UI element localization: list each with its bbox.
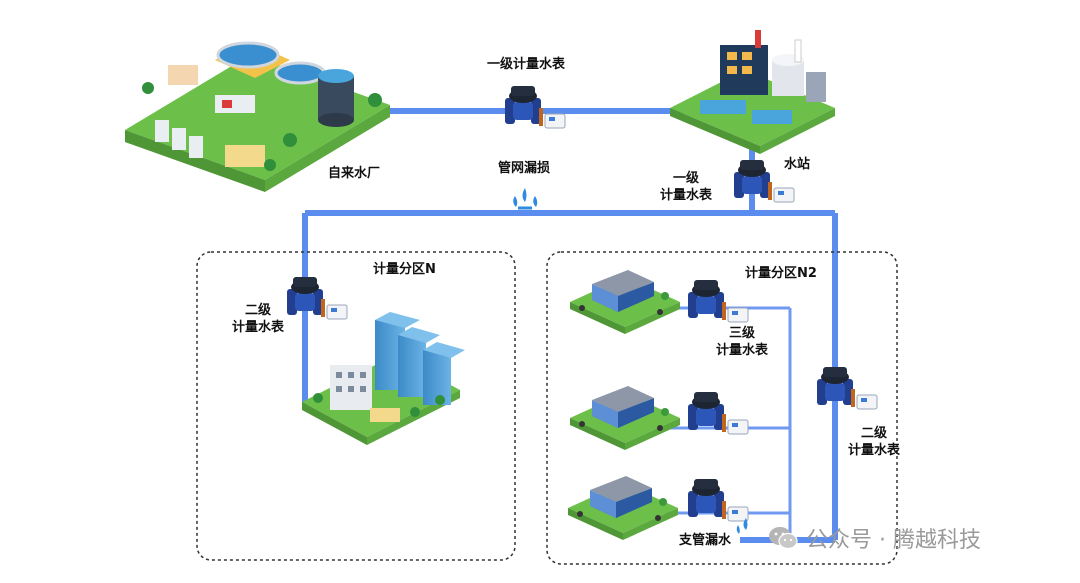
meter-l2-right-label: 二级 计量水表: [848, 426, 901, 458]
network-leak-icon: [513, 188, 538, 210]
plant-label: 自来水厂: [328, 166, 381, 181]
zone-n2-box: [546, 251, 898, 565]
water-plant-illustration: [125, 41, 390, 192]
wechat-icon: [769, 527, 798, 550]
branch-leak-icon: [736, 518, 748, 534]
level2-meter-zone-n-icon: [286, 276, 348, 320]
watermark-text: 公众号 · 腾越科技: [806, 528, 981, 553]
meter-l1-station-label: 一级 计量水表: [660, 171, 713, 203]
branch-leak-label: 支管漏水: [679, 533, 732, 548]
level2-meter-zone-n2-icon: [816, 366, 878, 410]
meter-l3-label: 三级 计量水表: [716, 326, 769, 358]
factory-1-illustration: [570, 270, 680, 334]
zone-n-label: 计量分区N: [373, 262, 436, 277]
station-label: 水站: [784, 157, 811, 172]
network-leak-label: 管网漏损: [498, 161, 551, 176]
water-station-illustration: [670, 30, 835, 154]
level1-meter-main-icon: [504, 85, 566, 129]
city-buildings-illustration: [302, 312, 465, 445]
zone-n2-label: 计量分区N2: [745, 266, 817, 281]
meter-l2-left-label: 二级 计量水表: [232, 303, 285, 335]
watermark: 公众号 · 腾越科技: [768, 522, 981, 554]
zone-n-box: [196, 251, 516, 561]
meter-l1-top-label: 一级计量水表: [487, 57, 566, 72]
level3-meter-3-icon: [687, 478, 749, 522]
level3-meter-2-icon: [687, 391, 749, 435]
factory-3-illustration: [568, 476, 678, 540]
factory-2-illustration: [570, 386, 680, 450]
level3-meter-1-icon: [687, 279, 749, 323]
